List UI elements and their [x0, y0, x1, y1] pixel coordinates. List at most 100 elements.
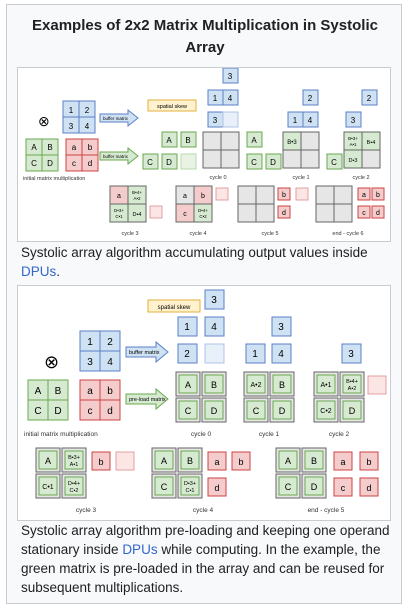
svg-text:1: 1 — [213, 94, 218, 103]
svg-text:C•1: C•1 — [42, 484, 54, 491]
svg-text:D•4: D•4 — [133, 212, 142, 218]
svg-text:3: 3 — [87, 357, 93, 368]
svg-text:d: d — [376, 210, 380, 217]
svg-text:C: C — [331, 158, 337, 167]
svg-text:C•2: C•2 — [320, 408, 332, 415]
multiply-icon: ⊗ — [38, 113, 50, 129]
svg-text:D•3: D•3 — [349, 158, 358, 164]
svg-text:a: a — [117, 193, 121, 200]
cycle-1-2: 3 1 4 A•2 B C D cycle 1 — [243, 316, 295, 438]
cycle-0-2: 3 1 4 2 A B C D cycle 0 — [175, 289, 227, 438]
label-cycle-0-2: cycle 0 — [191, 431, 212, 438]
svg-text:C: C — [147, 158, 153, 167]
svg-text:A: A — [251, 136, 257, 145]
svg-text:1: 1 — [69, 106, 74, 115]
svg-text:4: 4 — [308, 116, 313, 125]
svg-text:B•3+: B•3+ — [348, 136, 358, 141]
preload-matrix-arrow — [125, 387, 169, 411]
svg-text:3: 3 — [213, 116, 218, 125]
svg-text:D: D — [47, 159, 53, 168]
svg-text:4: 4 — [228, 94, 233, 103]
cycle-4-2: A B C D•3+C•1 a b d cycle 4 — [151, 447, 251, 514]
figure-title: Examples of 2x2 Matrix Multiplication in… — [32, 17, 378, 56]
svg-text:C•2: C•2 — [70, 488, 79, 494]
svg-text:b: b — [238, 457, 243, 467]
svg-text:B: B — [55, 386, 62, 397]
svg-text:3: 3 — [211, 295, 217, 306]
label-buffer-matrix: buffer matrix — [129, 350, 160, 356]
svg-text:C•2: C•2 — [199, 214, 207, 219]
svg-text:b: b — [282, 192, 286, 199]
label-cycle-2-2: cycle 2 — [329, 431, 350, 438]
svg-text:c: c — [183, 211, 187, 218]
svg-text:c: c — [88, 406, 93, 417]
initial-matrices: ⊗ 1 2 3 4 A B C D a b c d initial matrix… — [23, 100, 99, 182]
cycle-end-2: A B C D a b c d end - cycle 5 — [275, 447, 379, 514]
caption-2-text-1: Systolic array algorithm pre-loading and… — [21, 523, 390, 557]
cycle-3: a B•4+A•2 D•3+C•1 D•4 cycle 3 — [109, 185, 163, 237]
svg-text:B•4+: B•4+ — [346, 379, 358, 385]
label-preload-matrix: pre-load matrix — [129, 397, 166, 403]
svg-text:D: D — [54, 406, 61, 417]
caption-1-link-dpus[interactable]: DPUs — [21, 264, 57, 279]
buffer-arrow-green — [99, 146, 139, 166]
svg-text:C: C — [161, 482, 168, 492]
svg-text:d: d — [366, 483, 371, 493]
svg-text:a: a — [87, 386, 93, 397]
svg-text:a: a — [214, 457, 219, 467]
svg-text:D•3+: D•3+ — [114, 208, 124, 213]
svg-text:D: D — [166, 158, 172, 167]
caption-2-link-dpus[interactable]: DPUs — [122, 542, 158, 557]
svg-text:D: D — [211, 406, 218, 416]
caption-1-end: . — [56, 264, 61, 279]
cycle-3-2: A B•3+A•1 C•1 D•4+C•2 b cycle 3 — [35, 447, 135, 514]
svg-text:4: 4 — [211, 322, 217, 333]
svg-text:A•2: A•2 — [250, 382, 261, 389]
svg-text:2: 2 — [184, 349, 190, 360]
caption-1: Systolic array algorithm accumulating ou… — [21, 243, 391, 281]
svg-text:A: A — [166, 136, 172, 145]
cycle-0: 3 1 4 3 A B C D cycle 0 — [142, 68, 240, 181]
svg-text:D: D — [270, 158, 276, 167]
label-cycle-1-2: cycle 1 — [259, 431, 280, 438]
svg-text:B•4+: B•4+ — [132, 190, 142, 195]
svg-text:b: b — [98, 457, 103, 467]
svg-text:A•2: A•2 — [348, 386, 357, 392]
label-end-cycle-6: end - cycle 6 — [332, 231, 363, 237]
svg-text:A•2: A•2 — [133, 196, 141, 201]
svg-text:C: C — [285, 482, 292, 492]
buffer-matrix-arrow — [125, 340, 169, 364]
figure-frame: Examples of 2x2 Matrix Multiplication in… — [6, 4, 402, 604]
svg-text:3: 3 — [69, 122, 74, 131]
svg-text:4: 4 — [278, 349, 284, 360]
label-buffer-a: buffer matrix — [103, 116, 129, 121]
svg-text:4: 4 — [85, 122, 90, 131]
svg-text:c: c — [362, 210, 366, 217]
svg-text:2: 2 — [367, 94, 372, 103]
svg-text:D: D — [311, 482, 318, 492]
svg-text:d: d — [107, 406, 113, 417]
svg-text:b: b — [107, 386, 113, 397]
svg-text:D•3+: D•3+ — [184, 481, 196, 487]
caption-1-text: Systolic array algorithm accumulating ou… — [21, 245, 368, 260]
svg-text:D•4+: D•4+ — [198, 208, 208, 213]
svg-text:4: 4 — [107, 357, 113, 368]
svg-text:c: c — [72, 159, 76, 168]
cycle-5: b d cycle 5 — [237, 185, 309, 237]
svg-text:1: 1 — [252, 349, 258, 360]
label-cycle-5: cycle 5 — [261, 231, 278, 237]
svg-text:3: 3 — [228, 72, 233, 81]
svg-text:2: 2 — [107, 337, 113, 348]
svg-text:3: 3 — [278, 322, 284, 333]
svg-text:C: C — [31, 159, 37, 168]
svg-text:C: C — [34, 406, 41, 417]
label-cycle-4-2: cycle 4 — [193, 507, 214, 514]
label-initial: initial matrix multiplication — [23, 176, 85, 182]
svg-text:B: B — [311, 456, 317, 466]
cycle-end: a b c d end - cycle 6 — [315, 185, 385, 237]
svg-text:b: b — [376, 192, 380, 199]
svg-text:A: A — [185, 380, 191, 390]
cycle-4: a b c D•4+C•2 cycle 4 — [175, 185, 229, 237]
label-cycle-4: cycle 4 — [189, 231, 206, 237]
initial-matrices-2: ⊗ 1 2 3 4 A B C D a b c d initial matrix… — [24, 330, 121, 438]
